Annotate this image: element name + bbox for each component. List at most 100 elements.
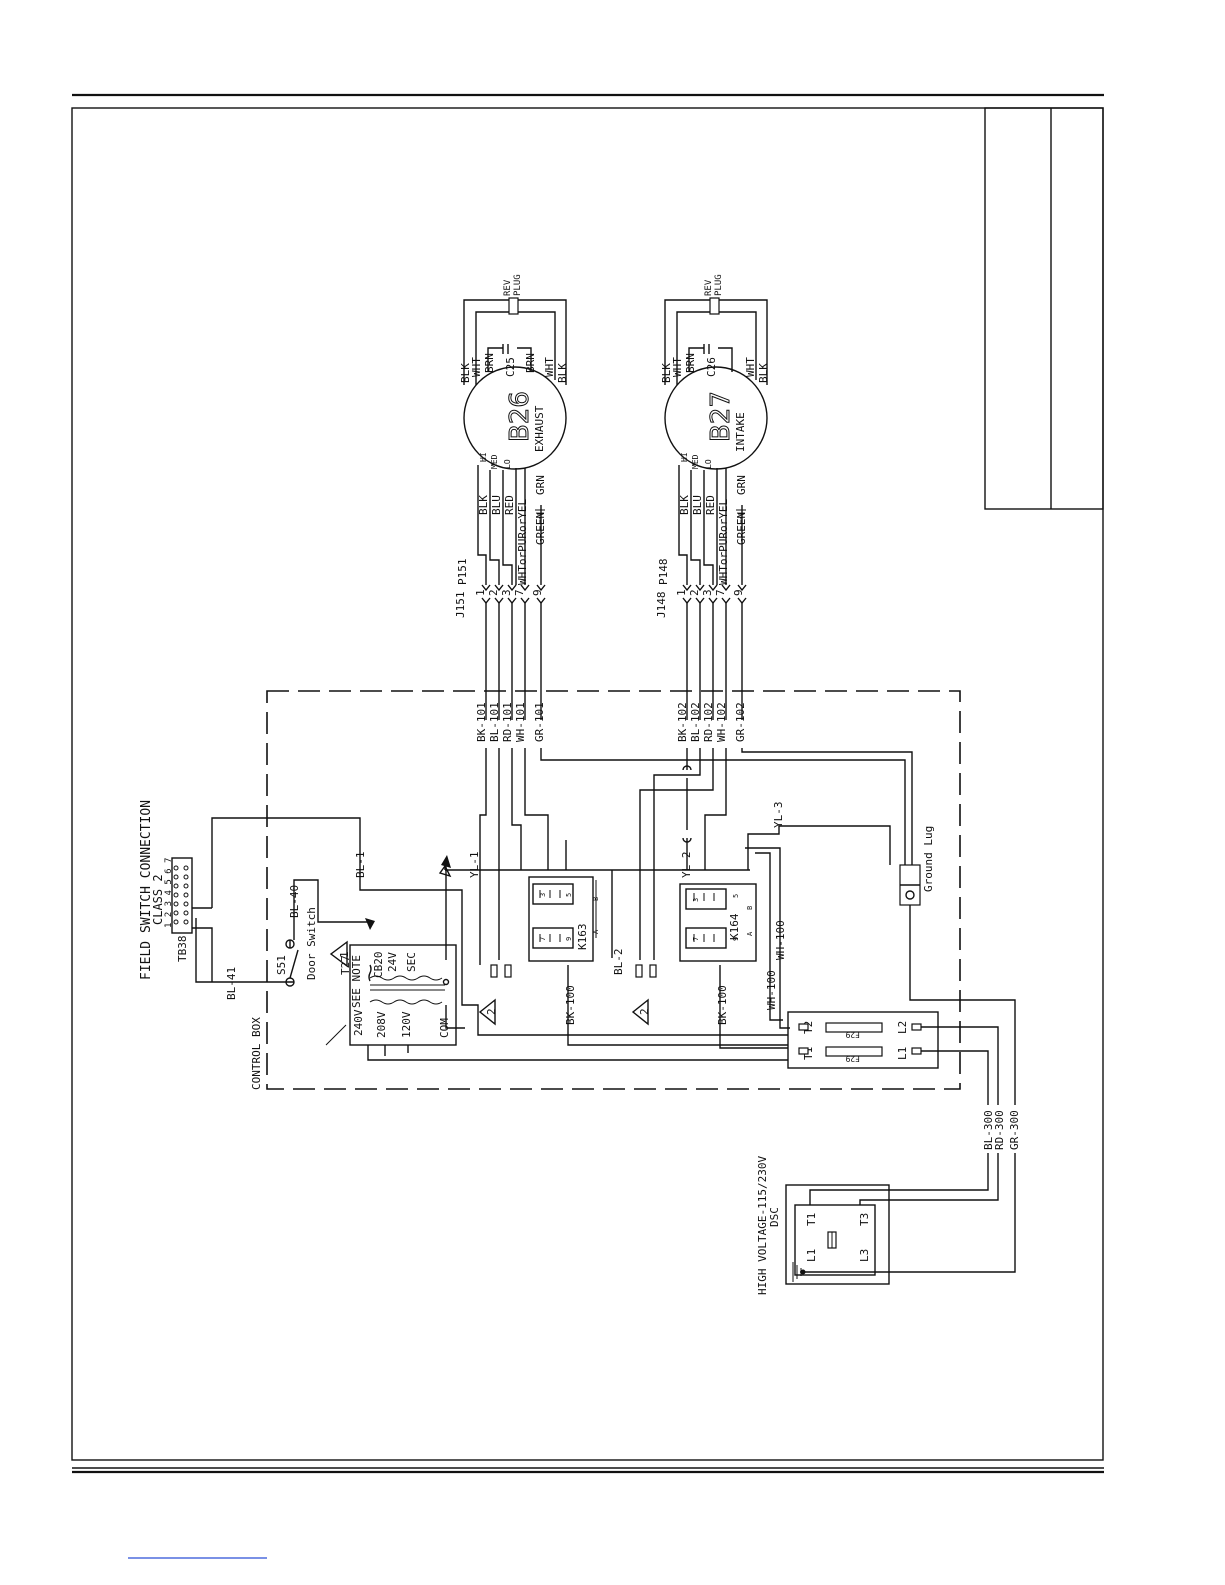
svg-text:WH-101: WH-101: [514, 702, 527, 742]
svg-text:S51: S51: [275, 955, 288, 975]
svg-text:HI: HI: [680, 452, 689, 462]
svg-text:BL-40: BL-40: [288, 885, 301, 918]
svg-text:WHT: WHT: [744, 357, 757, 377]
svg-text:9: 9: [531, 589, 544, 596]
svg-text:F29: F29: [845, 1054, 860, 1063]
disconnect-switch-dsc: [785, 1184, 890, 1285]
motor-b27-id: B27: [706, 391, 736, 442]
svg-text:L1: L1: [896, 1047, 909, 1060]
svg-text:RED: RED: [503, 495, 516, 515]
svg-text:SEE NOTE: SEE NOTE: [350, 955, 363, 1008]
svg-text:SEC: SEC: [405, 952, 418, 972]
svg-text:GR-300: GR-300: [1008, 1110, 1021, 1150]
svg-text:7: 7: [539, 937, 547, 941]
svg-text:WH-102: WH-102: [715, 702, 728, 742]
svg-text:BL-300: BL-300: [982, 1110, 995, 1150]
svg-text:208V: 208V: [375, 1011, 388, 1038]
svg-text:2: 2: [638, 1008, 651, 1015]
motor-b26: B26 EXHAUST HI MED LO BLK WHT BRN C25 BR…: [454, 274, 569, 742]
svg-text:BL-102: BL-102: [689, 702, 702, 742]
svg-text:DSC: DSC: [768, 1207, 781, 1227]
svg-text:120V: 120V: [400, 1011, 413, 1038]
svg-text:CLASS 2: CLASS 2: [151, 874, 165, 925]
svg-text:BLK: BLK: [477, 495, 490, 515]
svg-text:1: 1: [338, 951, 351, 958]
svg-text:YL-1: YL-1: [468, 852, 481, 879]
motor-b26-id: B26: [505, 391, 535, 442]
field-switch-label: FIELD SWITCH CONNECTION: [139, 800, 154, 980]
svg-text:2: 2: [688, 589, 701, 596]
svg-text:PLUG: PLUG: [714, 274, 724, 296]
incoming-power: BL-300 RD-300 GR-300 T1 T3 L1 L3 HIGH VO…: [756, 905, 1021, 1295]
relay-k163-label: K163: [576, 924, 589, 951]
rev-plug-b27: [709, 297, 720, 315]
ground-lug: Ground Lug: [899, 826, 935, 906]
svg-text:C25: C25: [504, 357, 517, 377]
svg-text:L1: L1: [805, 1249, 818, 1262]
svg-text:7: 7: [692, 937, 700, 941]
svg-text:240V: 240V: [352, 1009, 365, 1036]
svg-text:GRN: GRN: [735, 475, 748, 495]
svg-text:BK-100: BK-100: [564, 985, 577, 1025]
svg-text:YL-2: YL-2: [680, 852, 693, 879]
svg-text:A: A: [746, 931, 754, 936]
relay-k164: [679, 883, 757, 962]
svg-text:3: 3: [500, 589, 513, 596]
svg-text:MED: MED: [691, 454, 700, 469]
svg-text:BLK: BLK: [757, 363, 770, 383]
svg-text:3: 3: [539, 893, 547, 897]
relay-k163: [528, 876, 594, 962]
terminal-block-tb38: 1 2 3 4 5 6 7 TB38 FIELD SWITCH CONNECTI…: [139, 800, 213, 982]
svg-text:WHTorPURorYEL: WHTorPURorYEL: [516, 499, 529, 585]
page-frame: [71, 93, 1104, 1559]
svg-text:7: 7: [714, 589, 727, 596]
svg-text:BL-101: BL-101: [488, 702, 501, 742]
svg-text:BLU: BLU: [490, 495, 503, 515]
svg-text:WH-100: WH-100: [774, 920, 787, 960]
svg-text:BL-1: BL-1: [354, 852, 367, 879]
svg-text:1 2 3 4 5 6 7: 1 2 3 4 5 6 7: [164, 858, 174, 928]
svg-text:HI: HI: [479, 452, 488, 462]
svg-text:BK-100: BK-100: [716, 985, 729, 1025]
svg-text:RD-101: RD-101: [501, 702, 514, 742]
title-block: [984, 107, 1104, 510]
svg-text:REV: REV: [704, 279, 714, 296]
control-wiring: 3 5 7 9 K163 B A 3 5 7 9 K164 B A YL-1 Y…: [195, 748, 913, 1049]
svg-text:BLK: BLK: [678, 495, 691, 515]
svg-text:GRN: GRN: [534, 475, 547, 495]
svg-text:2: 2: [485, 1008, 498, 1015]
motor-b27-function: INTAKE: [734, 412, 747, 452]
svg-text:F29: F29: [845, 1030, 860, 1039]
svg-text:WHTorPURorYEL: WHTorPURorYEL: [717, 499, 730, 585]
svg-text:C26: C26: [705, 357, 718, 377]
svg-text:TB38: TB38: [176, 936, 189, 963]
svg-text:3: 3: [701, 589, 714, 596]
svg-text:GR-101: GR-101: [533, 702, 546, 742]
svg-text:BLK: BLK: [660, 363, 673, 383]
svg-text:BRN: BRN: [483, 353, 496, 373]
svg-text:BL-41: BL-41: [225, 967, 238, 1000]
svg-text:BRN: BRN: [684, 353, 697, 373]
svg-text:B: B: [746, 906, 754, 910]
svg-text:J151: J151: [454, 592, 467, 619]
svg-text:PLUG: PLUG: [513, 274, 523, 296]
svg-text:Door Switch: Door Switch: [305, 907, 318, 980]
svg-text:P148: P148: [657, 559, 670, 586]
fuse-block: F29 F29 T2 T1 L2 L1: [787, 1011, 939, 1069]
motor-b27: B27 INTAKE HI MED LO BLK WHT BRN C26 WHT…: [655, 274, 770, 742]
svg-text:RD-300: RD-300: [993, 1110, 1006, 1150]
svg-text:P151: P151: [456, 559, 469, 586]
svg-text:T3: T3: [858, 1213, 871, 1226]
svg-text:REV: REV: [503, 279, 513, 296]
svg-text:24V: 24V: [386, 952, 399, 972]
svg-text:WH-100: WH-100: [765, 970, 778, 1010]
svg-text:COM: COM: [438, 1018, 451, 1038]
svg-text:CB20: CB20: [372, 952, 385, 979]
transformer-t27: CB20 24V SEC 240V 208V 120V COM T27 SEE …: [325, 940, 788, 1061]
svg-text:L3: L3: [858, 1249, 871, 1262]
svg-text:BL-2: BL-2: [612, 949, 625, 976]
control-box-outline: [266, 690, 961, 1090]
svg-text:BLK: BLK: [556, 363, 569, 383]
svg-text:RED: RED: [704, 495, 717, 515]
